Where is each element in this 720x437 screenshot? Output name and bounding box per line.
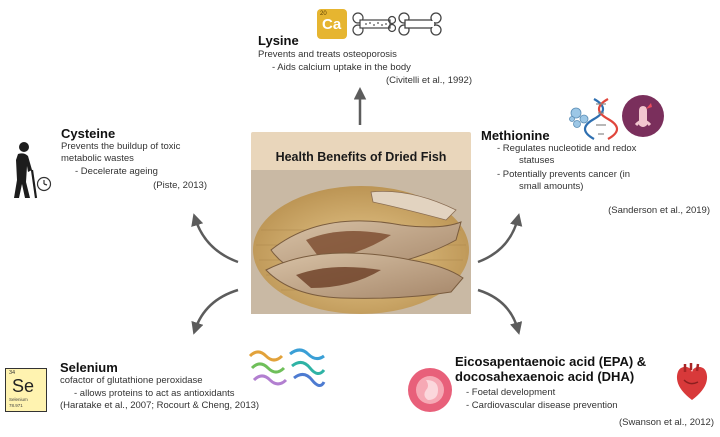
- protein-structure-icon: [248, 348, 326, 387]
- lysine-line-1: Prevents and treats osteoporosis: [258, 49, 397, 60]
- arrow-to-cysteine: [191, 213, 239, 264]
- arrow-to-epa-dha: [477, 288, 523, 335]
- methionine-line-4: small amounts): [519, 181, 584, 192]
- cysteine-title: Cysteine: [61, 126, 116, 141]
- selenium-citation: (Haratake et al., 2007; Rocourt & Cheng,…: [60, 400, 260, 411]
- cysteine-line-1: Prevents the buildup of toxic: [61, 141, 181, 152]
- lysine-line-2: - Aids calcium uptake in the body: [272, 62, 411, 73]
- cancer-ribbon-icon: [622, 95, 664, 137]
- epa-dha-title-line-1: Eicosapentaenoic acid (EPA) &: [455, 354, 647, 369]
- cysteine-line-2: metabolic wastes: [61, 153, 134, 164]
- calcium-icon: 20 Ca: [317, 9, 347, 39]
- epa-dha-citation: (Swanson et al., 2012): [618, 417, 714, 428]
- methionine-line-2: statuses: [519, 155, 555, 166]
- methionine-line-3: - Potentially prevents cancer (in: [497, 169, 631, 180]
- selenium-line-2: - allows proteins to act as antioxidants: [74, 388, 235, 399]
- heart-organ-icon: [676, 363, 708, 400]
- arrow-to-methionine: [477, 213, 523, 264]
- lysine-title: Lysine: [258, 33, 299, 48]
- bone-icon: [398, 12, 442, 36]
- epa-dha-line-2: - Cardiovascular disease prevention: [466, 400, 618, 411]
- arrow-to-selenium: [191, 288, 239, 335]
- dried-fish-photo: [251, 170, 471, 314]
- selenium-line-1: cofactor of glutathione peroxidase: [60, 375, 203, 386]
- epa-dha-title-line-2: docosahexaenoic acid (DHA): [455, 369, 635, 384]
- selenium-title: Selenium: [60, 360, 118, 375]
- methionine-line-1: - Regulates nucleotide and redox: [497, 143, 637, 154]
- center-title: Health Benefits of Dried Fish: [275, 150, 447, 164]
- elderly-person-icon: [14, 142, 52, 199]
- selenium-element-icon: 34 Se Selenium 78.971: [5, 368, 47, 412]
- bone-density-icon: [352, 12, 396, 36]
- center-panel: Health Benefits of Dried Fish: [251, 132, 471, 314]
- methionine-title: Methionine: [481, 128, 550, 143]
- cysteine-line-3: - Decelerate ageing: [75, 166, 158, 177]
- epa-dha-line-1: - Foetal development: [466, 387, 556, 398]
- methionine-citation: (Sanderson et al., 2019): [608, 205, 710, 216]
- cysteine-citation: (Piste, 2013): [153, 180, 207, 191]
- fetus-icon: [408, 368, 452, 412]
- lysine-citation: (Civitelli et al., 1992): [385, 75, 472, 86]
- dna-molecule-icon: [569, 98, 619, 140]
